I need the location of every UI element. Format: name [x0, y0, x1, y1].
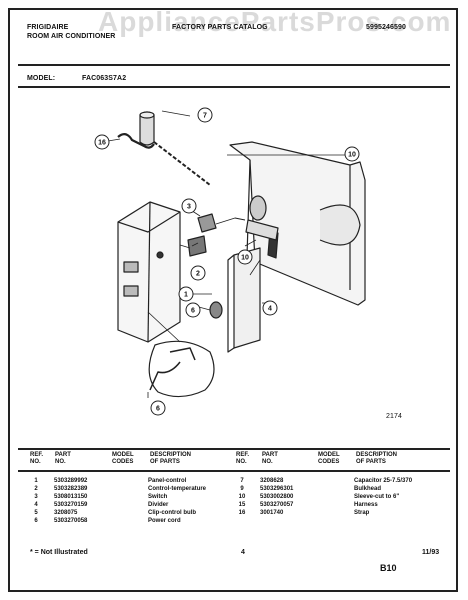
page-frame — [8, 8, 458, 592]
strap-part — [117, 133, 155, 149]
motor-capacitor — [249, 195, 267, 221]
table-cell-part: 5303296301 — [260, 486, 294, 492]
table-top-rule — [18, 448, 450, 450]
table-cell-part: 3001740 — [260, 510, 284, 516]
table-cell-part: 3208075 — [54, 510, 78, 516]
table-cell-ref: 16 — [238, 510, 246, 516]
table-cell-part: 5303270057 — [260, 502, 294, 508]
table-cell-ref: 9 — [240, 486, 244, 492]
section-code: B10 — [380, 563, 397, 573]
table-cell-part: 5303289992 — [54, 478, 88, 484]
callout-9: 10 — [348, 152, 356, 159]
model-label: MODEL: — [27, 75, 56, 82]
model-value: FAC063S7A2 — [82, 75, 127, 82]
power-cord-inset — [148, 340, 215, 398]
catalog-date: 11/93 — [422, 549, 440, 556]
callout-16: 16 — [98, 140, 106, 147]
table-cell-desc: Strap — [354, 510, 370, 516]
product-name: ROOM AIR CONDITIONER — [27, 33, 116, 40]
table-header-rule — [18, 470, 450, 472]
clip-part — [209, 301, 223, 319]
table-cell-part: 5303270159 — [54, 502, 88, 508]
table-cell-part: 5303282389 — [54, 486, 88, 492]
table-cell-ref: 2 — [34, 486, 38, 492]
callout-2: 2 — [196, 271, 200, 278]
table-cell-desc: Harness — [354, 502, 378, 508]
table-cell-ref: 15 — [238, 502, 246, 508]
switch-part — [197, 213, 217, 233]
temperature-control-part — [187, 235, 207, 257]
col-ref-header-2: REF.NO. — [236, 452, 250, 465]
brand-name: FRIGIDAIRE — [27, 24, 69, 31]
exploded-parts-diagram: 16 7 10 3 10 2 1 6 4 6 — [94, 107, 366, 416]
col-ref-header: REF.NO. — [30, 452, 44, 465]
table-cell-ref: 7 — [240, 478, 244, 484]
table-cell-part: 3208628 — [260, 478, 284, 484]
page-number: 4 — [241, 549, 245, 556]
not-illustrated-note: * = Not Illustrated — [30, 549, 88, 556]
table-cell-ref: 1 — [34, 478, 38, 484]
callout-1: 1 — [184, 292, 188, 299]
callout-4: 4 — [268, 306, 272, 313]
callout-10: 10 — [241, 255, 249, 262]
divider-part — [233, 247, 261, 349]
catalog-title: FACTORY PARTS CATALOG — [172, 24, 268, 31]
table-cell-ref: 6 — [34, 518, 38, 524]
model-rule — [18, 86, 450, 88]
table-cell-desc: Bulkhead — [354, 486, 382, 492]
callout-6: 6 — [156, 406, 160, 413]
table-cell-desc: Control-temperature — [148, 486, 207, 492]
table-cell-desc: Clip-control bulb — [148, 510, 196, 516]
callout-5: 6 — [191, 308, 195, 315]
table-cell-desc: Capacitor 25-7.5/370 — [354, 478, 413, 484]
table-cell-part: 5308013150 — [54, 494, 88, 500]
table-cell-ref: 4 — [34, 502, 38, 508]
table-cell-desc: Divider — [148, 502, 169, 508]
table-cell-ref: 10 — [238, 494, 246, 500]
table-cell-ref: 3 — [34, 494, 38, 500]
watermark: AppliancePartsPros.com — [98, 6, 452, 37]
table-cell-part: 5303002800 — [260, 494, 294, 500]
callout-3: 3 — [187, 204, 191, 211]
catalog-part-number: 5995246590 — [366, 24, 406, 31]
table-cell-part: 5303270058 — [54, 518, 88, 524]
table-cell-desc: Power cord — [148, 518, 181, 524]
table-cell-desc: Switch — [148, 494, 168, 500]
figure-number: 2174 — [386, 413, 402, 420]
table-cell-ref: 5 — [34, 510, 38, 516]
callout-7: 7 — [203, 113, 207, 120]
table-cell-desc: Sleeve-cut to 6" — [354, 494, 400, 500]
header-rule — [18, 64, 450, 66]
table-cell-desc: Panel-control — [148, 478, 187, 484]
